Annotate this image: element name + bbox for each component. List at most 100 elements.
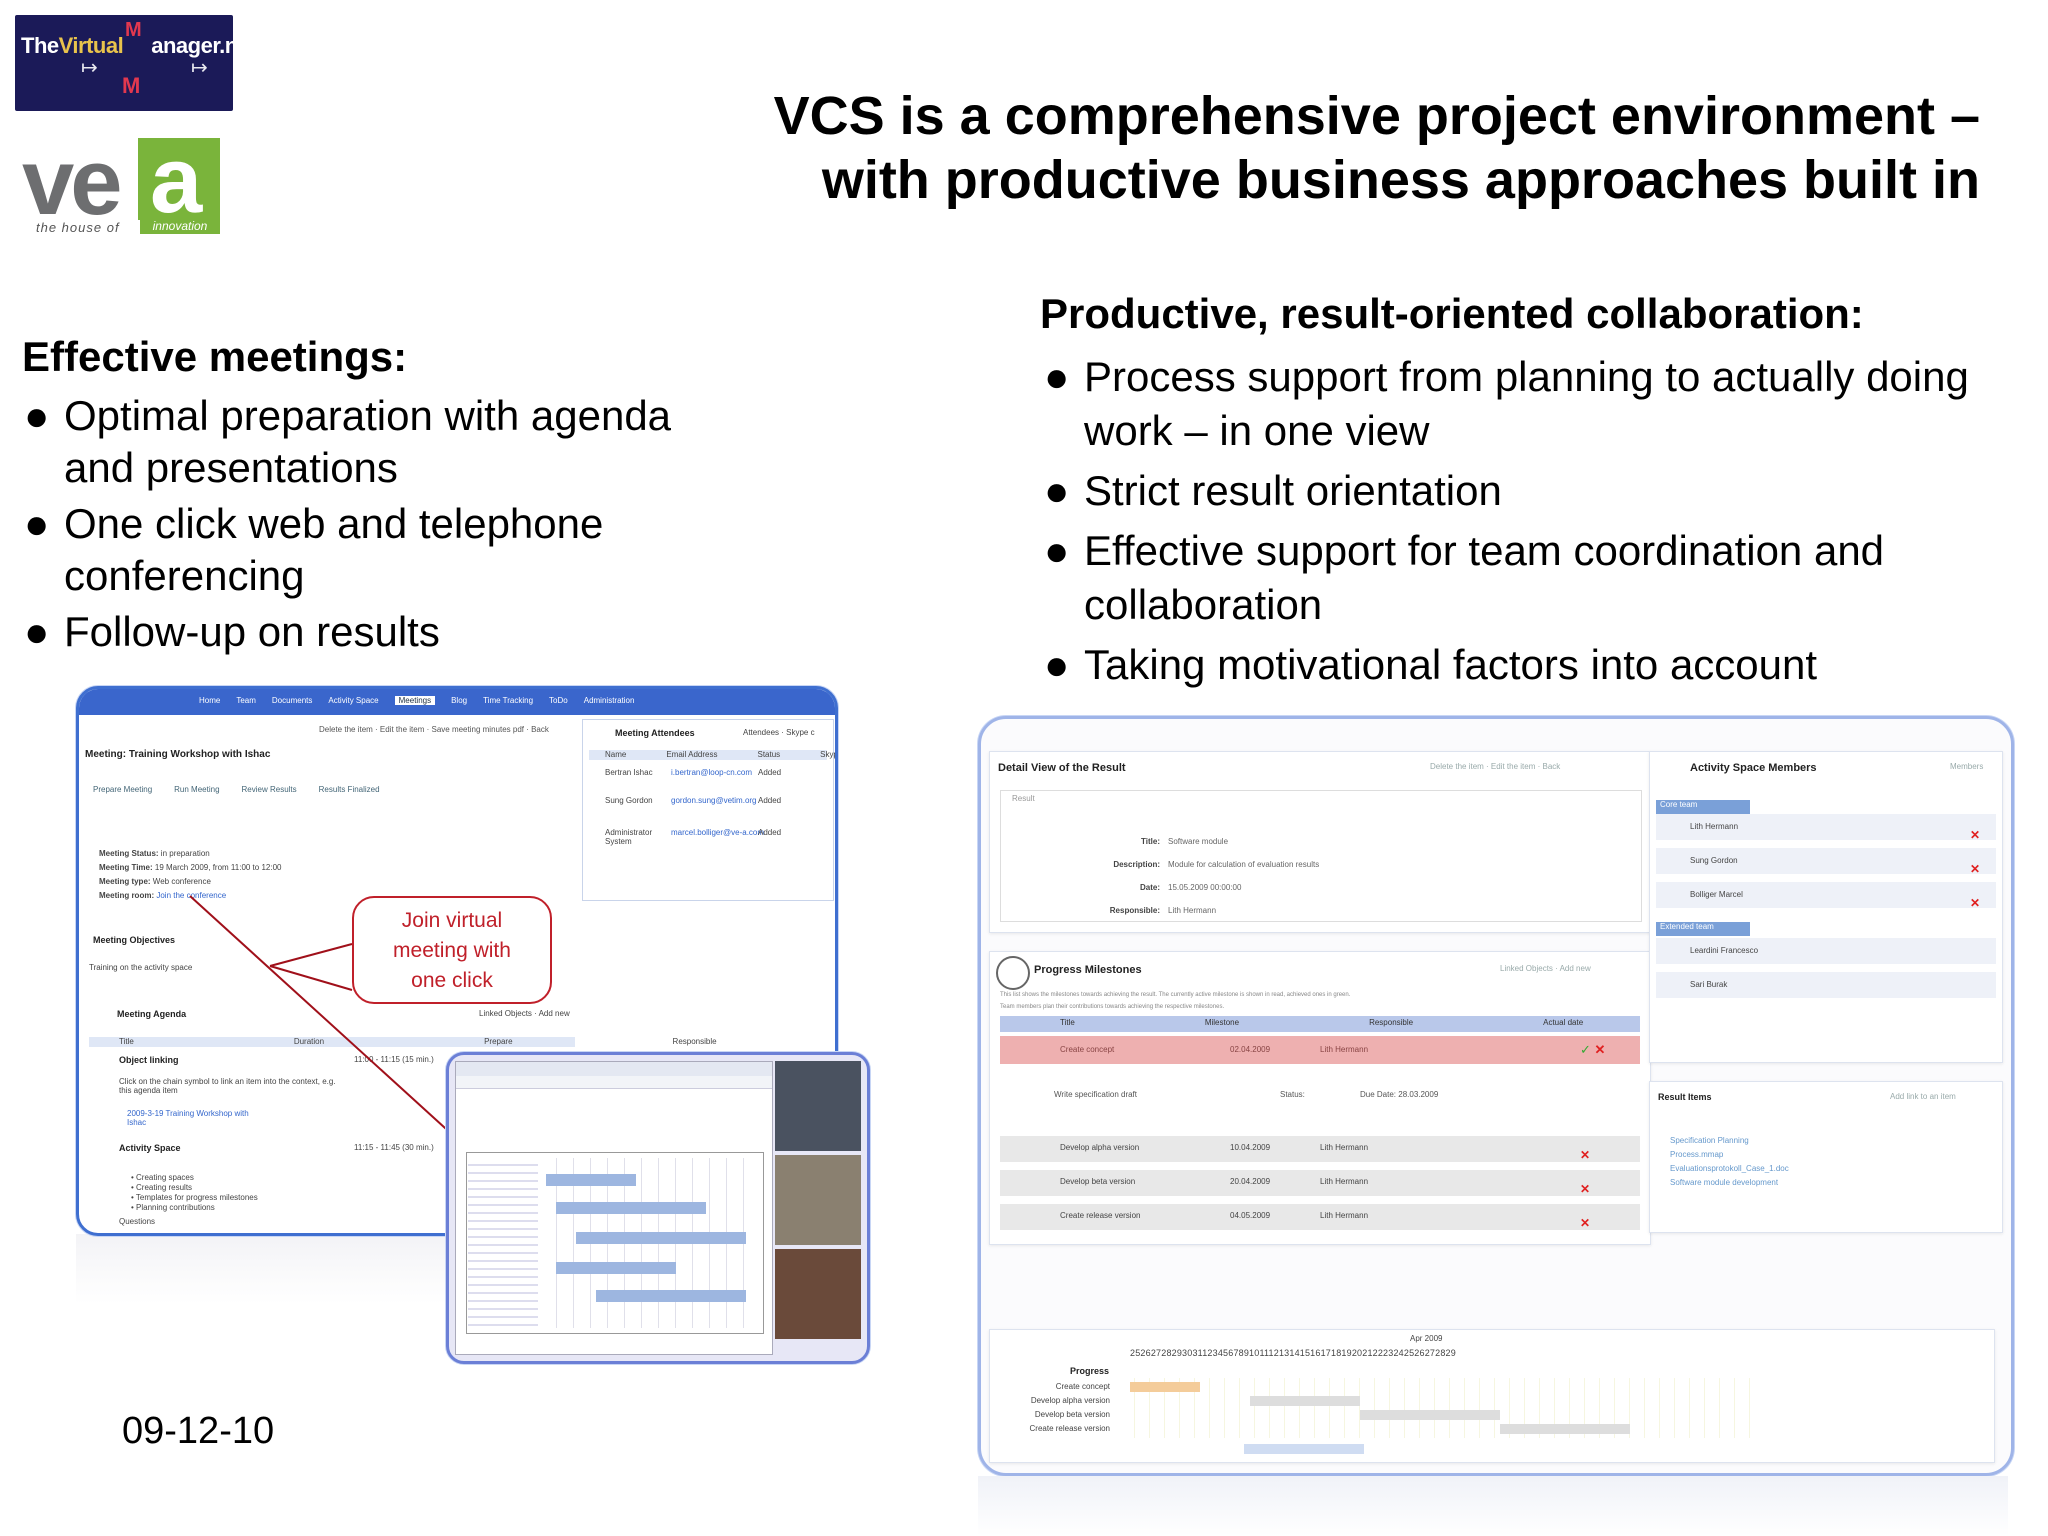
bullet-icon: ● [24,608,50,655]
check-icon: ✓ [1580,1042,1591,1057]
list-item: ●Strict result orientation [1044,464,1984,518]
list-item: ●Optimal preparation with agenda and pre… [24,392,672,491]
gantt-bar [1130,1382,1200,1392]
left-heading: Effective meetings: [22,333,408,380]
video-feed [775,1061,861,1151]
milestone-row[interactable] [1000,1170,1640,1196]
delete-icon: ✕ [1580,1182,1591,1196]
gantt-bar [1500,1424,1630,1434]
agenda-item[interactable]: Object linking [119,1055,179,1065]
result-item-link[interactable]: Specification Planning [1670,1136,1749,1145]
agenda-item[interactable]: Activity Space [119,1143,181,1153]
agenda-links[interactable]: Linked Objects · Add new [479,1009,570,1018]
web-conference-screenshot [446,1052,870,1364]
gantt-bar [556,1262,676,1274]
delete-icon: ✕ [1580,1216,1591,1230]
linked-meeting[interactable]: 2009-3-19 Training Workshop with Ishac [127,1109,249,1127]
join-meeting-callout: Join virtual meeting with one click [352,896,552,1004]
nav-item-active[interactable]: Meetings [394,696,436,705]
delete-icon: ✕ [1970,828,1981,842]
bullet-icon: ● [24,500,50,547]
result-item-link[interactable]: Process.mmap [1670,1150,1724,1159]
bullet-icon: ● [1044,467,1070,514]
gantt-bar [1250,1396,1360,1406]
member-name[interactable]: Sari Burak [1690,980,1728,989]
attendee-name: Bertran Ishac [605,768,653,777]
arrow-icon: ↦ [191,57,208,79]
gantt-card: Apr 2009 2526272829303112345678910111213… [989,1329,1995,1463]
milestones-card: Progress Milestones Linked Objects · Add… [989,951,1651,1245]
gantt-bar [1360,1410,1500,1420]
bullet-icon: ● [24,392,50,439]
thevirtualmanager-logo: TheVirtual anager.nl M M ↦ ↦ [15,15,244,111]
nav-item[interactable]: ToDo [549,696,568,705]
milestone-row-active[interactable] [1000,1036,1640,1064]
member-name[interactable]: Sung Gordon [1690,856,1738,865]
title-line-1: VCS is a comprehensive project environme… [773,86,1980,146]
attendee-name: Administrator System [605,828,653,846]
result-detail-card: Detail View of the Result Delete the ite… [989,751,1651,933]
gantt-bar [546,1174,636,1186]
meeting-actions[interactable]: Delete the item · Edit the item · Save m… [319,725,549,734]
milestone-row[interactable] [1000,1136,1640,1162]
gauge-icon [996,956,1030,990]
title-line-2: with productive business approaches buil… [821,150,1980,210]
gantt-scrollbar[interactable] [1244,1444,1364,1454]
gantt-window [455,1061,773,1355]
nav-item[interactable]: Administration [583,696,635,705]
arrow-line [189,895,479,1159]
attendee-name: Sung Gordon [605,796,653,805]
member-name[interactable]: Leardini Francesco [1690,946,1759,955]
screenshot-reflection [978,1476,2008,1536]
join-conference-link[interactable]: Join the conference [156,891,227,900]
vea-logo: ve a the house of innovation [22,127,222,236]
result-items-card: Result Items Add link to an item Specifi… [1649,1081,2003,1233]
gantt-bar [596,1290,746,1302]
members-card: Activity Space Members Members Core team… [1649,751,2003,1063]
delete-icon: ✕ [1970,896,1981,910]
nav-bar: Home Team Documents Activity Space Meeti… [79,689,835,715]
meeting-details: Meeting Status: in preparation Meeting T… [99,849,282,900]
result-item-link[interactable]: Evaluationsprotokoll_Case_1.doc [1670,1164,1789,1173]
delete-icon: ✕ [1580,1148,1591,1162]
nav-item[interactable]: Time Tracking [483,696,534,705]
slide-date: 09-12-10 [122,1410,275,1452]
right-bullet-list: ●Process support from planning to actual… [1044,350,1984,698]
callout-pointer [269,965,353,991]
bullet-icon: ● [1044,641,1070,688]
objectives-title: Meeting Objectives [93,935,176,945]
member-name[interactable]: Bolliger Marcel [1690,890,1743,899]
list-item: ●Follow-up on results [24,606,684,658]
tvm-logo-text: TheVirtual anager.nl [21,33,244,58]
nav-item[interactable]: Documents [271,696,313,705]
page-title: VCS is a comprehensive project environme… [600,84,1980,212]
meeting-title: Meeting: Training Workshop with Ishac [85,749,271,760]
gantt-grid [466,1152,764,1334]
right-heading: Productive, result-oriented collaboratio… [1040,290,1864,337]
nav-item[interactable]: Blog [451,696,468,705]
member-name[interactable]: Lith Hermann [1690,822,1739,831]
video-feed [775,1155,861,1245]
objectives-text: Training on the activity space [89,963,193,972]
agenda-title: Meeting Agenda [117,1009,187,1019]
milestone-row[interactable] [1000,1204,1640,1230]
sub-item[interactable]: Write specification draft [1054,1090,1137,1099]
delete-icon: ✕ [1970,862,1981,876]
delete-icon: ✕ [1594,1042,1606,1057]
attendees-panel: Meeting Attendees Attendees · Skype c Na… [582,719,835,901]
list-item: ●Process support from planning to actual… [1044,350,1984,458]
agenda-header [89,1037,575,1047]
gantt-bar [576,1232,746,1244]
result-item-link[interactable]: Software module development [1670,1178,1779,1187]
bullet-icon: ● [1044,353,1070,400]
bullet-icon: ● [1044,527,1070,574]
left-bullet-list: ●Optimal preparation with agenda and pre… [24,390,684,662]
callout-pointer [269,943,353,967]
nav-item[interactable]: Activity Space [328,696,379,705]
gantt-bar [556,1202,706,1214]
list-item: ●One click web and telephone conferencin… [24,500,604,599]
list-item: ●Effective support for team coordination… [1044,524,1984,632]
video-feed [775,1249,861,1339]
nav-item[interactable]: Team [236,696,256,705]
nav-item[interactable]: Home [199,696,221,705]
